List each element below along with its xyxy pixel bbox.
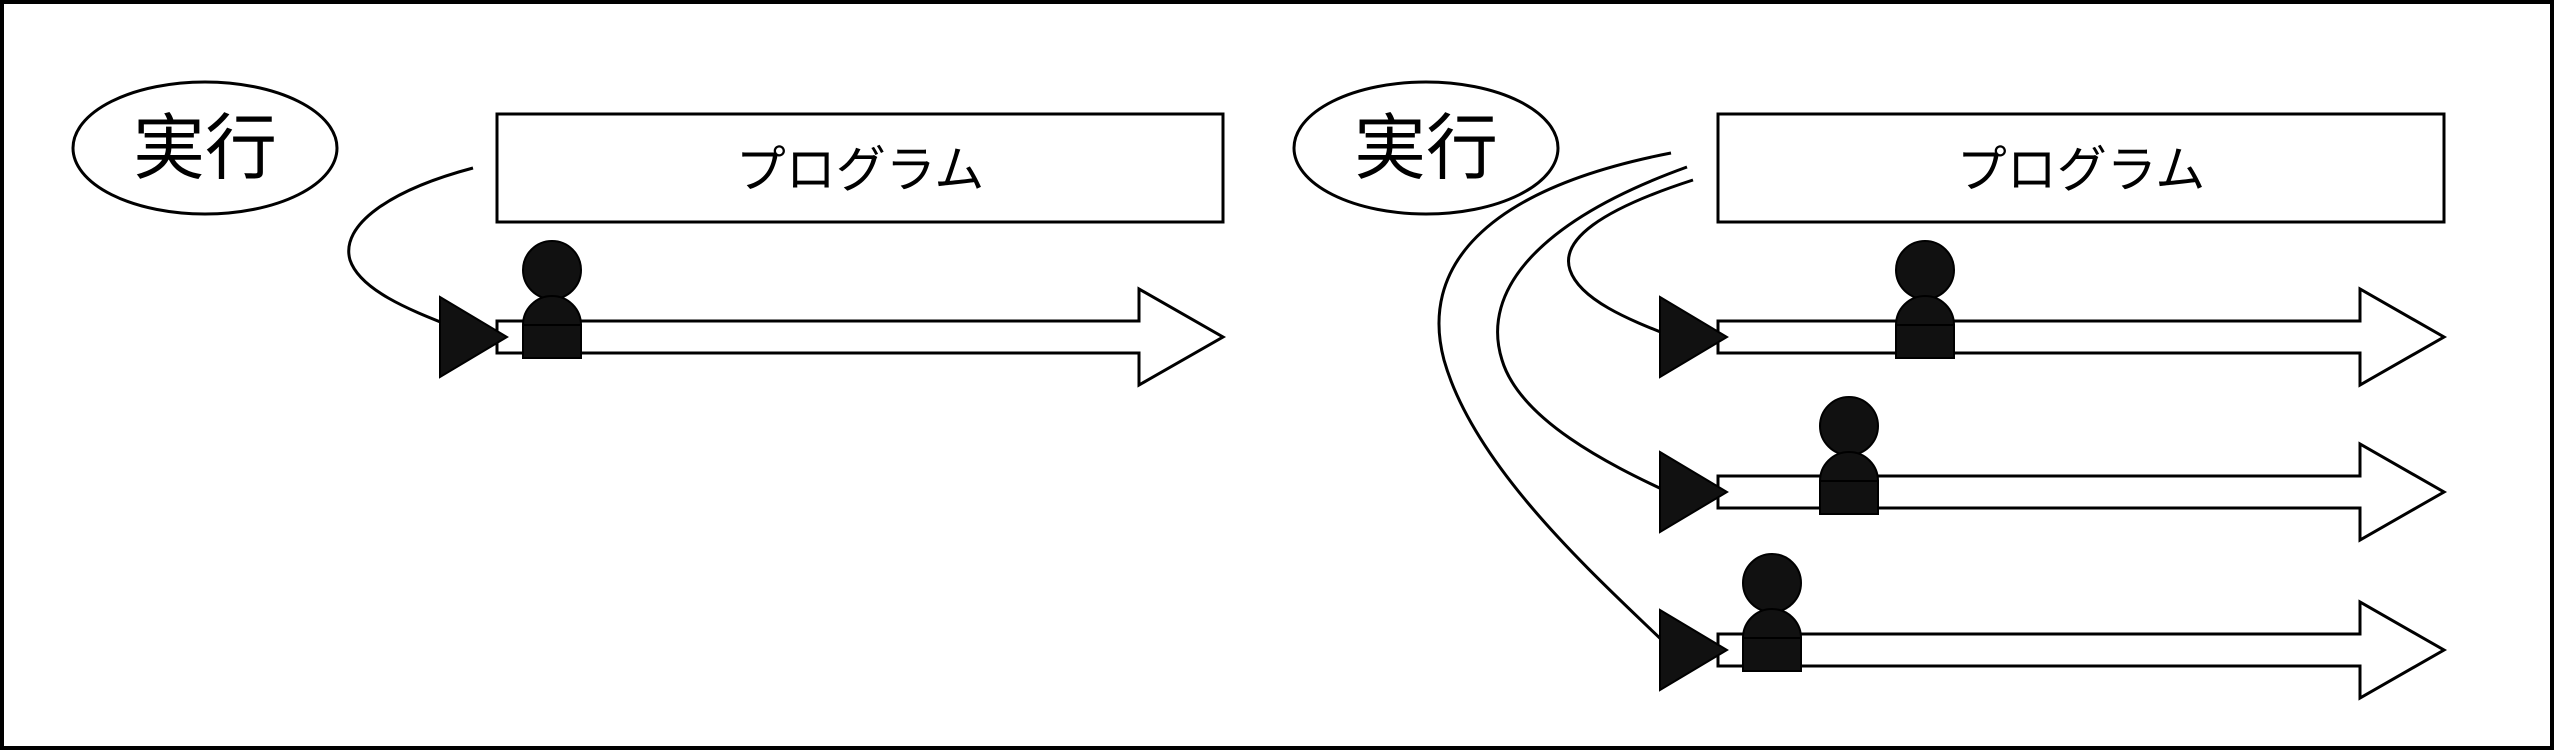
execution-flow-curve: [1567, 178, 1694, 337]
execute-label: 実行: [133, 106, 277, 190]
program-thread-arrow: [1716, 599, 2448, 701]
executor-body: [522, 324, 582, 359]
program-label: プログラム: [736, 141, 985, 199]
executor-body: [1895, 324, 1955, 359]
executor-head: [522, 240, 582, 300]
executor-figure: [1895, 240, 1955, 359]
program-box: [1716, 112, 2446, 224]
program-label: プログラム: [1957, 141, 2206, 199]
execution-flow-curve: [1496, 165, 1688, 494]
executor-figure: [1819, 396, 1879, 515]
execute-oval: [1292, 80, 1560, 216]
execute-label: 実行: [1354, 106, 1498, 190]
execution-flow-curve: [1437, 151, 1672, 648]
execution-start-arrowhead: [1659, 608, 1729, 692]
program-thread-arrow: [495, 286, 1227, 388]
execute-oval: [71, 80, 339, 216]
program-box: [495, 112, 1225, 224]
panel-single-execution: 実行 プログラム: [71, 80, 1227, 388]
execution-start-arrowhead: [439, 295, 509, 379]
execution-flow-curve: [347, 166, 474, 327]
executor-figure: [1742, 553, 1802, 672]
execution-start-arrowhead: [1659, 450, 1729, 534]
panel-multiple-executions: 実行 プログラム: [1292, 80, 2448, 701]
executor-head: [1895, 240, 1955, 300]
executor-body: [1819, 480, 1879, 515]
executor-figure: [522, 240, 582, 359]
program-thread-arrow: [1716, 286, 2448, 388]
executor-head: [1742, 553, 1802, 613]
execution-start-arrowhead: [1659, 295, 1729, 379]
executor-head: [1819, 396, 1879, 456]
executor-body: [1742, 637, 1802, 672]
